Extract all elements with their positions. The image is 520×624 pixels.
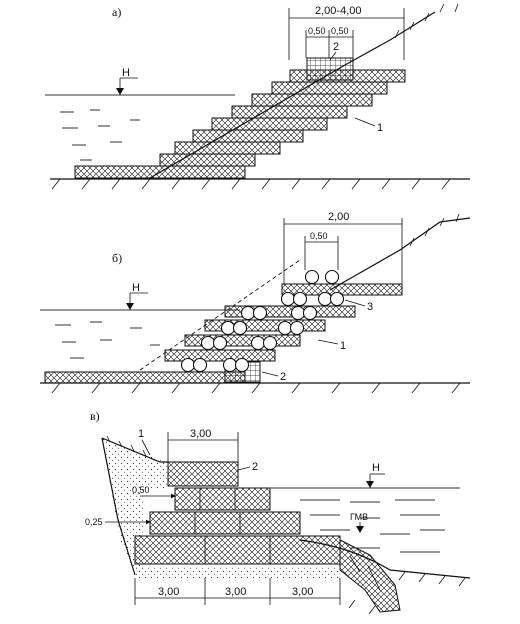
panel-c-block-row3 [149,511,301,535]
panel-a-water-lines [60,109,140,161]
panel-b-block-1 [44,371,246,384]
panel-a-dim-total: 2,00-4,00 [315,5,361,17]
panel-b-water-lines [55,321,160,359]
panel-b-slope-hatch [409,213,460,247]
panel-c-water-lines [300,499,445,553]
panel-b-pipe [289,320,305,336]
panel-c-block-joints [194,488,271,564]
panel-a-callout-2: 2 [333,41,339,53]
panel-b: б) Н [40,211,471,394]
panel-b-pipe [277,320,293,336]
panel-c-letter: в) [90,409,100,423]
panel-c-block-row4 [134,535,341,565]
panel-a-block-5 [211,117,328,131]
panel-a: а) Н [45,3,470,190]
panel-b-dimensions [283,218,403,284]
panel-b-pipe [222,357,238,373]
panel-c-h-arrow [366,481,374,488]
panel-c-fill-hatch [106,435,147,457]
panel-b-pipe [180,357,196,373]
panel-c-top-dimension [167,432,239,462]
panel-c-base-gravel [135,566,340,578]
panel-c-top-block [167,461,239,487]
panel-c-fill-edge [101,437,136,576]
panel-b-pipe [212,335,228,351]
panel-b-pipe [292,291,308,307]
panel-c-dim-025: 0,25 [85,517,103,527]
panel-b-blocks [44,283,403,384]
panel-b-pipe [262,335,278,351]
panel-c-gmv-label: ГМВ [350,512,368,522]
panel-a-ground-hatch [51,178,451,190]
panel-b-h-arrow [126,303,134,310]
panel-b-pipe [192,357,208,373]
panel-b-pipe [220,320,236,336]
panel-c-dim-top: 3,00 [190,428,211,440]
panel-a-block-1 [74,165,246,179]
panel-b-pipe [252,305,268,321]
panel-a-dim-right: 0,50 [331,26,349,36]
panel-b-pipe [329,291,345,307]
panel-a-block-2 [159,153,256,167]
panel-c-bottom-dimensions [134,578,341,605]
panel-b-pipe [290,305,306,321]
panel-b-block-5 [224,305,356,318]
panel-a-water-level-label: Н [122,67,130,79]
panel-a-block-7 [251,93,373,107]
panel-c-gmv-arrow [356,526,364,533]
panel-a-block-3 [174,141,281,155]
panel-b-callout-1: 1 [340,340,346,352]
panel-b-pipe [234,357,250,373]
panel-a-block-8 [271,81,388,95]
panel-b-pipe [280,291,296,307]
panel-c-dim-bottom-1: 3,00 [158,586,179,598]
panel-b-pipe [250,335,266,351]
panel-b-letter: б) [112,251,122,265]
panel-c-toe-blocks [339,539,401,613]
panel-c-callout-1: 1 [138,428,144,440]
panel-a-callout-1: 1 [377,122,383,134]
panel-c-water-level-label: Н [372,462,380,474]
panel-c-dim-bottom-3: 3,00 [292,586,313,598]
panel-c-dim-050: 0,50 [132,485,150,495]
panel-b-pipe [302,305,318,321]
panel-b-callout-3: 3 [367,301,373,313]
panel-b-dim-total: 2,00 [328,211,349,223]
panel-b-pipe [317,291,333,307]
panel-a-dimensions [288,8,405,60]
panel-a-letter: а) [112,5,121,19]
panel-b-pipe [200,335,216,351]
panel-b-pipe [232,320,248,336]
panel-a-gabion-top [306,57,354,81]
panel-b-block-2 [164,349,276,362]
panel-b-pipes [180,269,345,373]
panel-c-block-row2 [174,487,271,511]
panel-b-pipe [240,305,256,321]
panel-c-river-bed [299,539,471,579]
panel-a-block-4 [192,129,304,143]
panel-c-bed-hatch [348,571,466,615]
panel-b-block-4 [204,319,326,332]
panel-a-h-arrow [116,88,124,95]
panel-c: в) Н ГМВ [85,409,471,615]
panel-a-slope-hatch [394,3,459,39]
panel-b-ground-hatch [51,382,461,394]
panel-b-dim-small: 0,50 [310,231,328,241]
panel-a-dim-left: 0,50 [308,26,326,36]
panel-a-blocks [74,57,406,179]
panel-c-blocks [134,461,401,613]
panel-b-water-level-label: Н [132,282,140,294]
panel-b-pipe [304,269,320,285]
panel-b-design-slope [139,259,301,371]
panel-b-slope [329,217,471,291]
panel-c-dim-bottom-2: 3,00 [225,586,246,598]
panel-c-callout-2: 2 [252,461,258,473]
panel-c-sand-fill [102,438,168,575]
panel-b-callout-2: 2 [280,371,286,383]
panel-b-pipe [324,269,340,285]
panel-b-block-3 [184,334,301,347]
panel-a-block-6 [231,105,348,119]
